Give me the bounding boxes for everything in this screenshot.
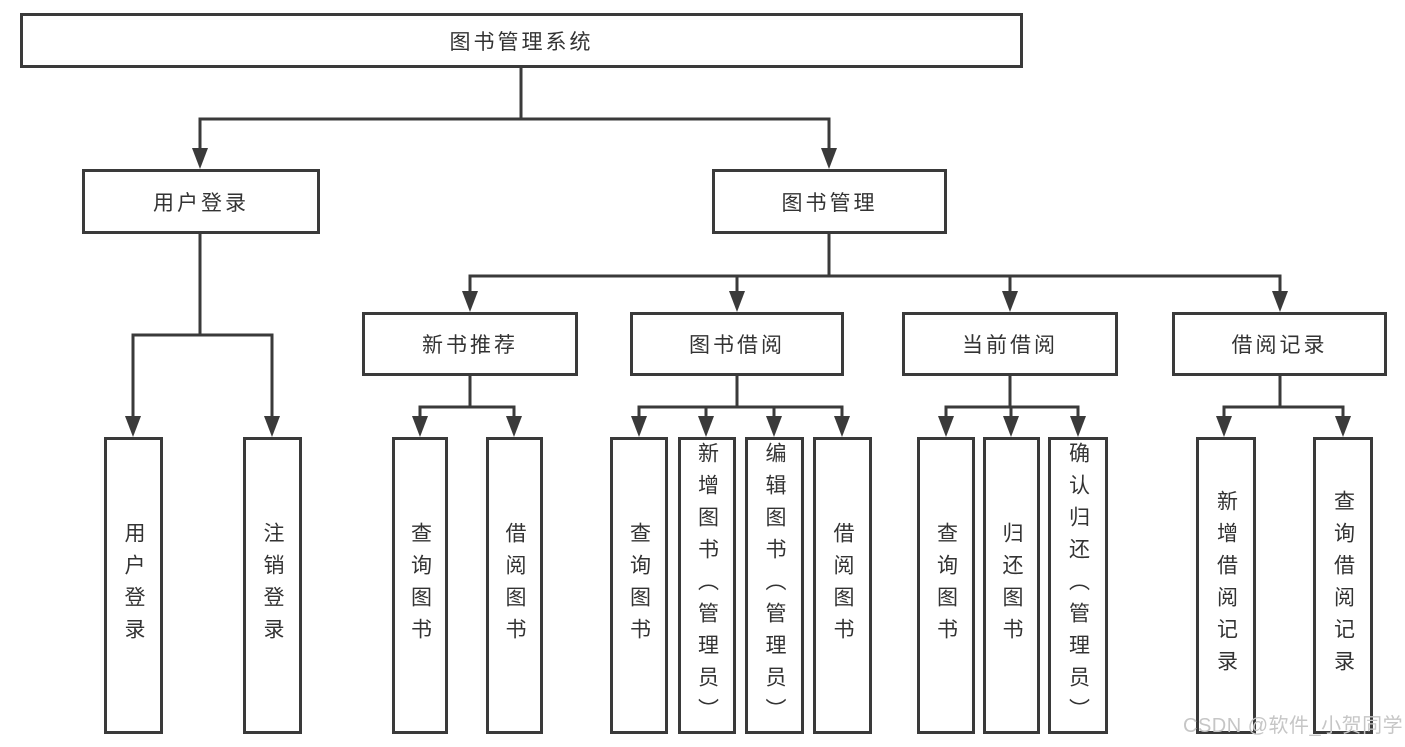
node-leaf-add-borrow-record: 新增借阅记录: [1196, 437, 1256, 734]
node-leaf-query-borrow-record: 查询借阅记录: [1313, 437, 1373, 734]
node-current-borrow: 当前借阅: [902, 312, 1118, 376]
leaf-label: 新增图书（管理员）: [695, 441, 719, 730]
leaf-label: 注销登录: [261, 521, 284, 650]
node-leaf-query-books-3: 查询图书: [917, 437, 975, 734]
arrowhead-icon: [834, 416, 850, 437]
node-leaf-query-books-2: 查询图书: [610, 437, 668, 734]
arrowhead-icon: [766, 416, 782, 437]
node-leaf-return-books: 归还图书: [983, 437, 1040, 734]
node-user-login: 用户登录: [82, 169, 320, 234]
arrowhead-icon: [938, 416, 954, 437]
arrowhead-icon: [821, 148, 837, 169]
arrowhead-icon: [192, 148, 208, 169]
arrowhead-icon: [631, 416, 647, 437]
arrowhead-icon: [729, 291, 745, 312]
leaf-label: 借阅图书: [503, 521, 526, 650]
leaf-label: 编辑图书（管理员）: [763, 441, 786, 730]
csdn-watermark: CSDN @软件_小贺同学: [1183, 715, 1404, 737]
node-new-book-recommend: 新书推荐: [362, 312, 578, 376]
node-library-management-system: 图书管理系统: [20, 13, 1023, 68]
arrowhead-icon: [506, 416, 522, 437]
arrowhead-icon: [1070, 416, 1086, 437]
arrowhead-icon: [412, 416, 428, 437]
arrowhead-icon: [462, 291, 478, 312]
arrowhead-icon: [264, 416, 280, 437]
arrowhead-icon: [1272, 291, 1288, 312]
leaf-label: 查询图书: [627, 521, 651, 650]
node-leaf-logout: 注销登录: [243, 437, 302, 734]
leaf-label: 查询借阅记录: [1331, 489, 1355, 682]
node-book-borrow: 图书借阅: [630, 312, 844, 376]
leaf-label: 查询图书: [934, 521, 958, 650]
arrowhead-icon: [1216, 416, 1232, 437]
leaf-label: 新增借阅记录: [1214, 489, 1238, 682]
node-leaf-query-books-1: 查询图书: [392, 437, 448, 734]
leaf-label: 用户登录: [122, 521, 145, 650]
node-leaf-edit-books-admin: 编辑图书（管理员）: [745, 437, 804, 734]
leaf-label: 确认归还（管理员）: [1066, 441, 1090, 730]
tree-edges: [131, 66, 1345, 423]
node-leaf-add-books-admin: 新增图书（管理员）: [678, 437, 736, 734]
arrowhead-icon: [1003, 416, 1019, 437]
arrowhead-icon: [1335, 416, 1351, 437]
node-leaf-user-login: 用户登录: [104, 437, 163, 734]
node-leaf-borrow-books-1: 借阅图书: [486, 437, 543, 734]
leaf-label: 借阅图书: [831, 521, 854, 650]
arrowhead-icon: [1002, 291, 1018, 312]
leaf-label: 归还图书: [1000, 521, 1023, 650]
node-leaf-confirm-return-admin: 确认归还（管理员）: [1048, 437, 1108, 734]
node-borrow-records: 借阅记录: [1172, 312, 1387, 376]
arrowhead-icon: [698, 416, 714, 437]
arrowheads: [125, 148, 1351, 437]
node-leaf-borrow-books-2: 借阅图书: [813, 437, 872, 734]
arrowhead-icon: [125, 416, 141, 437]
leaf-label: 查询图书: [408, 521, 432, 650]
node-book-management: 图书管理: [712, 169, 947, 234]
